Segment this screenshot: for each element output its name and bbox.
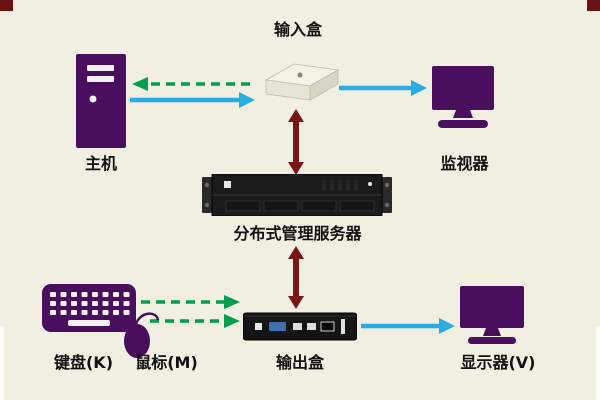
arrow-server-outputbox-double xyxy=(288,246,304,309)
arrow-outputbox-to-display xyxy=(361,318,455,334)
arrow-inputbox-to-host xyxy=(132,77,250,91)
server-label: 分布式管理服务器 xyxy=(233,224,362,243)
mouse-icon xyxy=(124,312,160,358)
corner-mark-top-left xyxy=(0,0,13,11)
host-label: 主机 xyxy=(84,154,117,173)
input-box-label: 输入盒 xyxy=(273,20,322,39)
input-box-icon xyxy=(264,63,340,101)
host-tower-icon xyxy=(76,54,126,148)
keyboard-icon xyxy=(42,284,136,332)
arrow-inputbox-server-double xyxy=(288,109,304,175)
mouse-label: 鼠标(M) xyxy=(135,353,198,372)
edge-strip-bottom-left xyxy=(0,326,4,400)
output-box-icon xyxy=(243,312,357,341)
display-icon xyxy=(460,286,524,344)
arrow-keyboard-to-outputbox xyxy=(141,295,240,309)
corner-mark-top-right xyxy=(587,0,600,11)
arrow-host-to-inputbox xyxy=(130,92,255,108)
monitor-label: 监视器 xyxy=(440,154,489,173)
arrow-mouse-to-outputbox xyxy=(150,314,240,328)
arrow-inputbox-to-monitor xyxy=(339,80,427,96)
server-icon xyxy=(202,174,392,216)
display-label: 显示器(V) xyxy=(460,353,536,372)
monitor-icon xyxy=(432,66,494,128)
edge-strip-bottom-right xyxy=(596,326,600,400)
keyboard-label: 键盘(K) xyxy=(53,353,114,372)
output-box-label: 输出盒 xyxy=(275,353,324,372)
